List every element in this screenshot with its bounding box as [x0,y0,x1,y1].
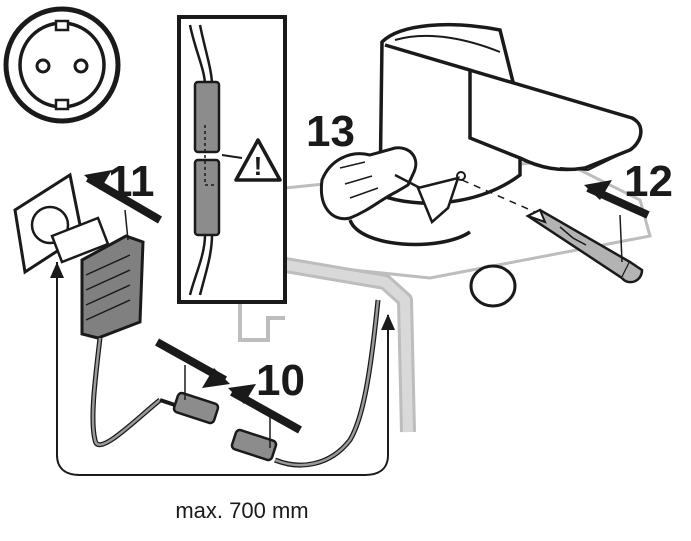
warning-triangle-icon: ! [234,138,282,182]
power-adapter [80,234,176,448]
cable-connector-right [230,299,381,468]
step-13-label: 13 [306,107,355,156]
connector-warning-inset [177,15,287,304]
pencil [461,179,644,284]
warning-mark: ! [254,151,263,181]
max-distance-label: max. 700 mm [175,498,308,523]
step-10-label: 10 [256,356,305,405]
step-11-label: 11 [108,157,155,206]
push-arrow-icon [84,170,650,448]
wall-outlet [13,172,110,275]
wall-socket-icon [3,6,121,124]
step-12-label: 12 [624,157,673,206]
hand-with-sticker [319,146,460,225]
cable-connector-left [172,391,220,425]
distance-bracket [50,262,395,476]
